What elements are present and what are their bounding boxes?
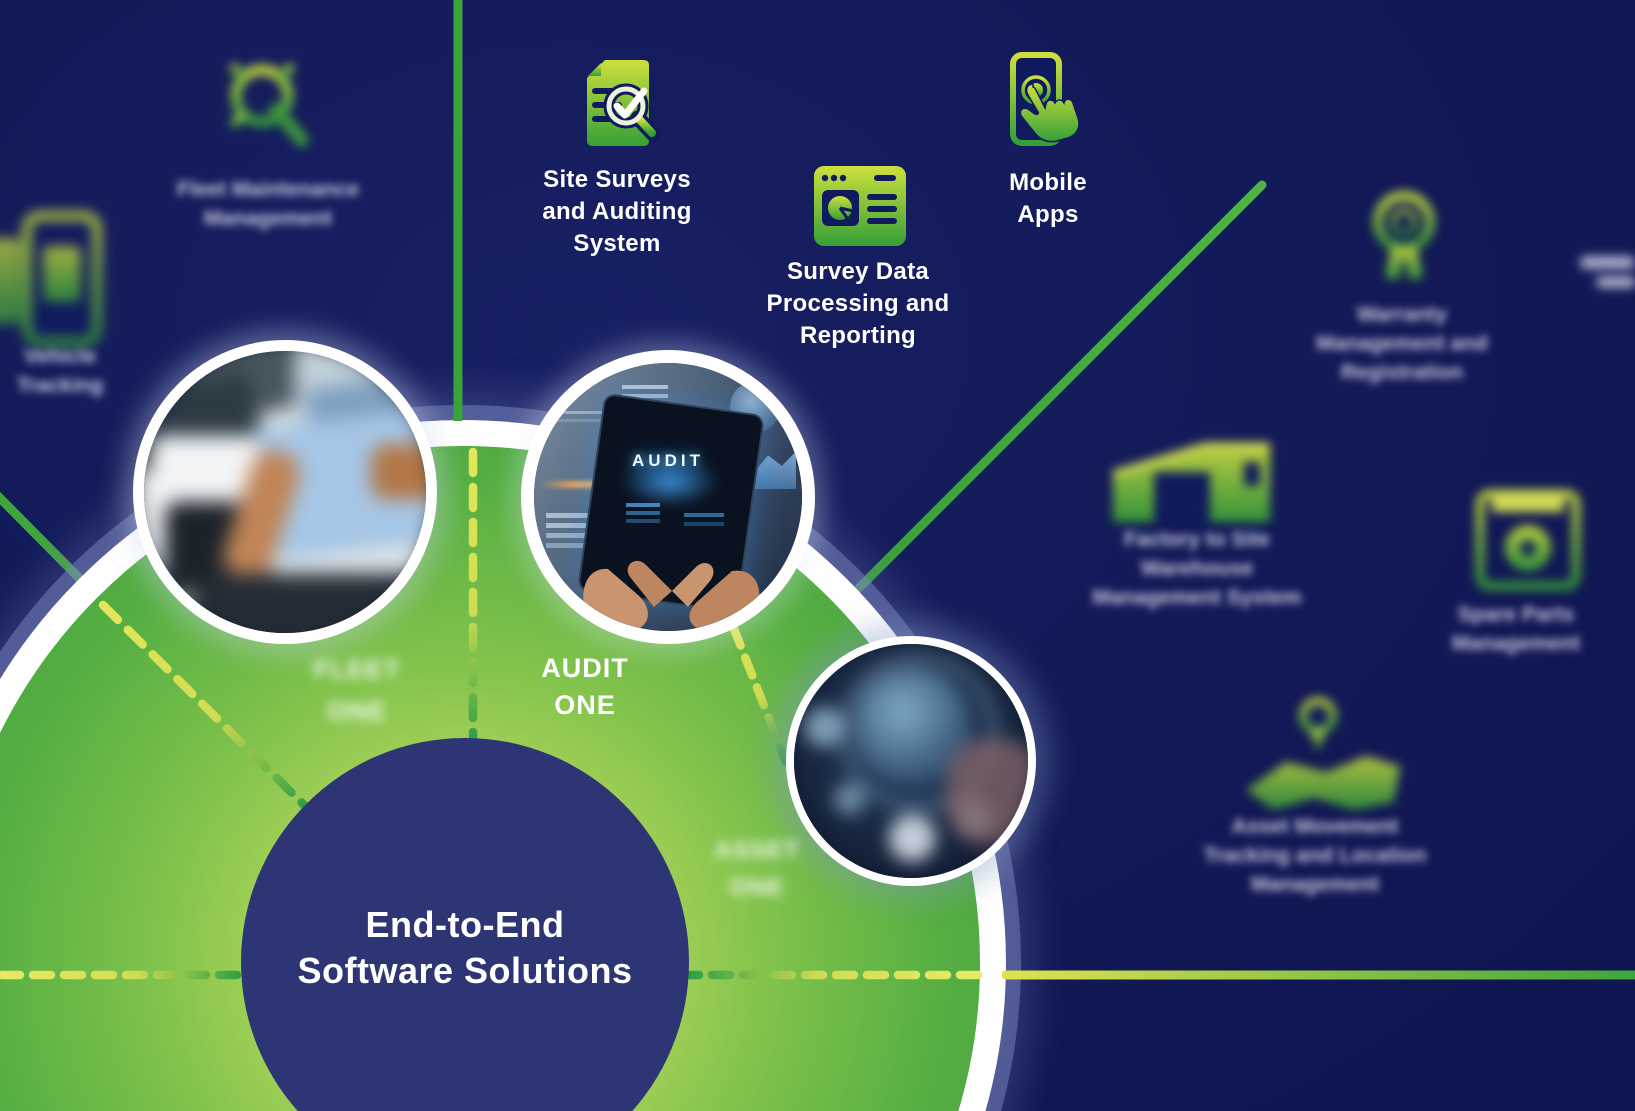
survey-data-label: Survey Data Processing and Reporting (766, 258, 950, 349)
hologram-list (546, 513, 598, 518)
fleet-maintenance-caption: Fleet Maintenance Management (176, 178, 360, 230)
asset-movement-caption: Asset Movement Tracking and Location Man… (1203, 815, 1427, 896)
tablet-glow (620, 455, 720, 507)
diagonal-line-topright (854, 180, 1267, 593)
audit-one-label: AUDIT ONE (541, 653, 629, 720)
edge-caption-fragment (1596, 276, 1635, 288)
edge-caption-fragment (1580, 256, 1635, 269)
map-pin-icon (1246, 697, 1400, 810)
hologram-streak (540, 481, 632, 488)
phone-touch-icon (1010, 52, 1080, 146)
warranty-caption: Warranty Management and Registration (1316, 303, 1488, 384)
asset-one-photo (786, 636, 1036, 886)
warehouse-icon (1111, 442, 1270, 522)
phone-device-icon (0, 211, 102, 347)
mobile-apps-label: Mobile Apps (1009, 169, 1087, 228)
warehouse-caption: Factory to Site Warehouse Management Sys… (1092, 528, 1302, 609)
gear-wrench-icon (217, 51, 309, 147)
asset-photo-scene (794, 644, 1028, 878)
asset-one-label: ASSET ONE (714, 837, 800, 901)
browser-pie-chart-icon (814, 166, 906, 246)
center-title: End-to-End Software Solutions (297, 902, 632, 994)
site-surveys-label: Site Surveys and Auditing System (542, 166, 692, 257)
vehicle-tracking-caption: Vehicle Tracking (16, 345, 104, 397)
parts-box-gear-icon (1475, 489, 1581, 591)
fleet-one-label: FLEET ONE (313, 654, 401, 726)
center-title-line2: Software Solutions (297, 950, 633, 991)
tablet-audit-text: AUDIT (632, 451, 704, 470)
hologram-bars (622, 385, 668, 389)
tablet-chart-bars-2 (684, 513, 724, 517)
diagonal-line-bottomleft (0, 491, 100, 599)
audit-photo-scene: AUDIT (534, 363, 802, 631)
hologram-zigzag (548, 411, 606, 414)
dashed-spoke-upleft (98, 600, 311, 812)
center-title-line1: End-to-End (365, 904, 565, 945)
spare-parts-caption: Spare Parts Management (1451, 603, 1581, 655)
fleet-photo-scene (144, 351, 426, 633)
document-check-magnifier-icon (587, 60, 661, 146)
fleet-one-photo (133, 340, 437, 644)
center-circle: End-to-End Software Solutions (241, 738, 689, 1111)
hands (583, 560, 760, 631)
tablet-chart-bars (626, 503, 660, 507)
award-ribbon-icon (1373, 191, 1435, 281)
audit-one-photo: AUDIT (521, 350, 815, 644)
